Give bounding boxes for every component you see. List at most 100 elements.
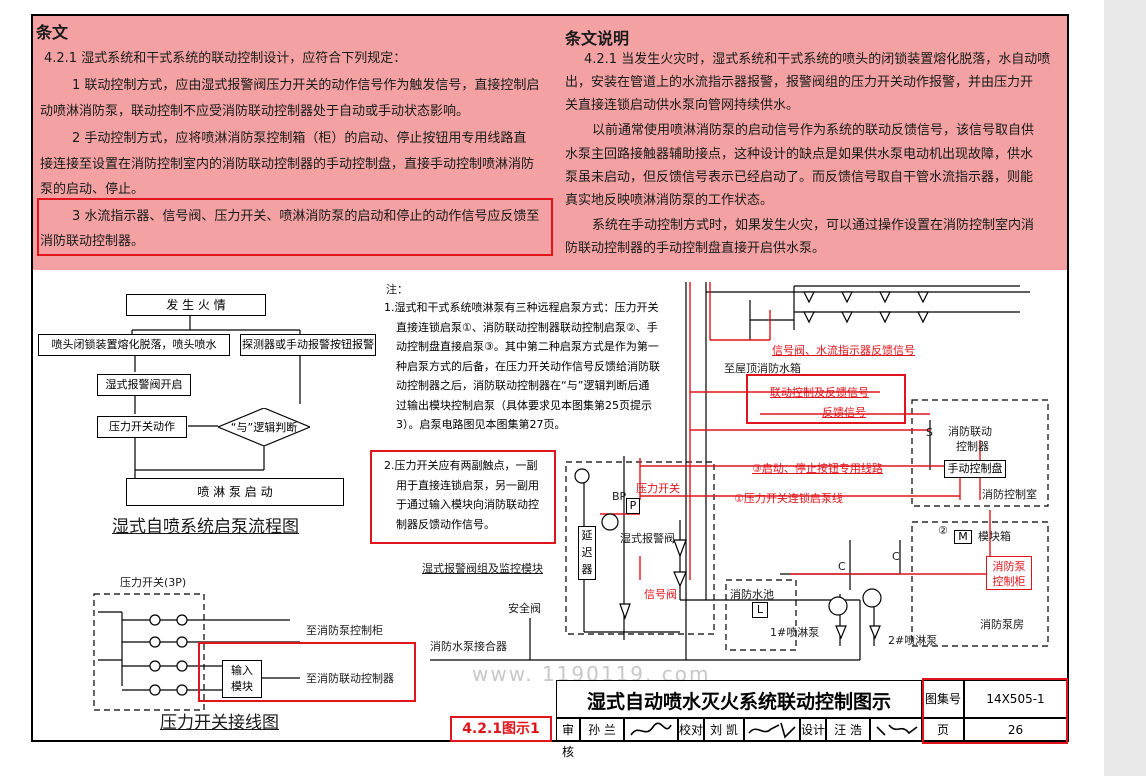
flow-and-logic-label: “与”逻辑判断 xyxy=(230,421,298,434)
label-alarm-valve: 湿式报警阀 xyxy=(620,532,675,545)
right-line: 防联动控制器的手动控制盘直接开启供水泵。 xyxy=(565,241,826,256)
label-bp: BP xyxy=(612,490,627,503)
left-heading: 条文 xyxy=(36,23,69,42)
note-2-line: 2.压力开关应有两副触点，一副 xyxy=(384,459,538,472)
design-label: 设计 xyxy=(800,718,826,742)
right-line: 水泵主回路接触器辅助接点，这种设计的缺点是如果供水泵电动机出现故障，供水 xyxy=(565,147,1034,162)
input-module-line1: 输入 xyxy=(231,664,253,677)
reviewer-name: 孙 兰 xyxy=(580,718,624,742)
right-line: 关直接连锁启动供水泵向管网持续供水。 xyxy=(565,98,800,113)
label-s: S xyxy=(926,426,933,439)
right-line: 系统在手动控制方式时，如果发生火灾，可以通过操作设置在消防控制室内消 xyxy=(592,218,1035,233)
right-line: 出，安装在管道上的水流指示器报警，报警阀组的压力开关动作报警，并由压力开 xyxy=(565,75,1034,90)
label-feedback: 反馈信号 xyxy=(822,406,866,419)
wiring-to-cabinet: 至消防泵控制柜 xyxy=(306,624,383,637)
highlight-clause-3 xyxy=(37,198,553,256)
figure-ref: 4.2.1图示1 xyxy=(450,716,552,742)
checker-signature xyxy=(744,718,800,742)
label-delay: 延迟器 xyxy=(578,526,596,580)
label-module-box: 模块箱 xyxy=(978,530,1011,543)
left-line: 1 联动控制方式，应由湿式报警阀压力开关的动作信号作为触发信号，直接控制启 xyxy=(72,78,540,93)
label-pressure-line: ①压力开关连锁启泵线 xyxy=(734,492,843,505)
wiring-switch-label: 压力开关(3P) xyxy=(120,576,187,589)
input-module-line2: 模块 xyxy=(231,680,253,693)
controller-line1: 消防联动 xyxy=(948,425,992,438)
flow-title: 湿式自喷系统启泵流程图 xyxy=(112,517,299,537)
main-title: 湿式自动喷水灭火系统联动控制图示 xyxy=(586,691,891,713)
flow-switch-act: 压力开关动作 xyxy=(97,416,187,438)
label-m: M xyxy=(954,530,972,544)
label-start-stop-line: ③启动、停止按钮专用线路 xyxy=(752,462,883,475)
drawing-lines xyxy=(93,282,1049,711)
highlight-input-module xyxy=(198,642,416,702)
designer-name: 汪 浩 xyxy=(826,718,870,742)
pump-cabinet-line1: 消防泵 xyxy=(992,560,1026,573)
left-line: 接连接至设置在消防控制室内的消防联动控制器的手动控制盘，直接手动控制喷淋消防 xyxy=(40,157,535,172)
flow-detector: 探测器或手动报警按钮报警 xyxy=(240,334,376,356)
label-pump-cabinet: 消防泵 控制柜 xyxy=(986,556,1032,590)
pump-cabinet-line2: 控制柜 xyxy=(992,575,1026,588)
left-line: 动喷淋消防泵，联动控制不应受消防联动控制器处于自动或手动状态影响。 xyxy=(40,104,470,119)
right-line: 泵虽未启动，但反馈信号表示已经启动了。而反馈信号取自干管水流指示器，则能 xyxy=(565,170,1034,185)
flow-and-logic: “与”逻辑判断 xyxy=(218,408,310,446)
input-module: 输入 模块 xyxy=(222,660,262,698)
label-manual-panel: 手动控制盘 xyxy=(944,460,1006,478)
highlight-linkage-feedback xyxy=(746,374,906,424)
label-linkage-feedback: 联动控制及反馈信号 xyxy=(770,386,869,399)
label-n2: ② xyxy=(938,524,948,537)
label-pump1: 1#喷淋泵 xyxy=(770,626,820,639)
label-safety-valve: 安全阀 xyxy=(508,602,541,615)
reviewer-signature xyxy=(624,718,678,742)
flow-pump-start: 喷 淋 泵 启 动 xyxy=(126,478,344,506)
title-main-cell: 湿式自动喷水灭火系统联动控制图示 xyxy=(556,680,922,718)
controller-line2: 控制器 xyxy=(956,440,989,453)
designer-signature xyxy=(870,718,922,742)
note-2-line: 用于直接连锁启泵，另一副用 xyxy=(396,478,539,492)
right-line: 以前通常使用喷淋消防泵的启动信号作为系统的联动反馈信号，该信号取自供 xyxy=(592,123,1035,138)
label-pressure-switch: 压力开关 xyxy=(636,482,680,495)
label-pump2: 2#喷淋泵 xyxy=(888,634,938,647)
label-pump-room: 消防泵房 xyxy=(980,618,1024,631)
check-label: 校对 xyxy=(678,718,704,742)
note-2-line: 于通过输入模块向消防联动控 xyxy=(396,498,539,511)
review-label: 审核 xyxy=(556,718,580,759)
label-to-roof-tank: 至屋顶消防水箱 xyxy=(724,362,801,375)
label-c2: C xyxy=(892,550,900,563)
label-pool: 消防水池 xyxy=(730,588,774,601)
note-2: 2.压力开关应有两副触点，一副 用于直接连锁启泵，另一副用 于通过输入模块向消防… xyxy=(384,456,539,534)
label-controller: 消防联动 控制器 xyxy=(948,424,992,454)
label-l: L xyxy=(752,602,768,618)
note-1-line: 动控制盘直接启泵③。其中第二种启泵方式是作为第一 xyxy=(396,340,659,353)
label-control-room: 消防控制室 xyxy=(982,488,1037,501)
wiring-to-controller: 至消防联动控制器 xyxy=(306,672,394,685)
note-1: 1.湿式和干式系统喷淋泵有三种远程启泵方式：压力开关 直接连锁启泵①、消防联动控… xyxy=(384,298,660,435)
label-c1: C xyxy=(838,560,846,573)
note-1-line: 过输出模块控制启泵（具体要求见本图集第25页提示 xyxy=(396,398,652,412)
note-1-line: 直接连锁启泵①、消防联动控制器联动控制启泵②、手 xyxy=(396,320,658,334)
watermark: www. 1190119. com xyxy=(472,662,711,686)
right-heading: 条文说明 xyxy=(565,29,630,48)
drawing-sheet: 条文 4.2.1 湿式系统和干式系统的联动控制设计，应符合下列规定： 1 联动控… xyxy=(0,0,1104,776)
note-1-line: 种启泵方式的后备，在压力开关动作信号反馈给消防联 xyxy=(396,359,660,373)
wiring-title: 压力开关接线图 xyxy=(160,713,279,733)
checker-name: 刘 凯 xyxy=(704,718,744,742)
highlight-note-2 xyxy=(370,450,556,544)
left-line: 消防联动控制器。 xyxy=(40,234,145,249)
flow-sprinkler: 喷头闭锁装置熔化脱落，喷头喷水 xyxy=(38,334,230,356)
notes-head: 注： xyxy=(386,283,408,296)
flow-fire: 发 生 火 情 xyxy=(126,294,266,316)
highlight-atlas xyxy=(922,678,1068,744)
label-adapter: 消防水泵接合器 xyxy=(430,640,507,653)
note-1-line: 3）。启泵电路图见本图集第27页。 xyxy=(396,418,566,431)
left-line: 泵的启动、停止。 xyxy=(40,182,145,197)
left-line: 3 水流指示器、信号阀、压力开关、喷淋消防泵的启动和停止的动作信号应反馈至 xyxy=(72,209,540,224)
note-1-line: 1.湿式和干式系统喷淋泵有三种远程启泵方式：压力开关 xyxy=(384,301,659,314)
viewer-scrollbar-area[interactable] xyxy=(1104,0,1146,776)
flow-valve-open: 湿式报警阀开启 xyxy=(97,374,191,396)
label-valve-group: 湿式报警阀组及监控模块 xyxy=(422,562,543,575)
left-line: 2 手动控制方式，应将喷淋消防泵控制箱（柜）的启动、停止按钮用专用线路直 xyxy=(72,131,527,146)
left-line: 4.2.1 湿式系统和干式系统的联动控制设计，应符合下列规定： xyxy=(44,51,407,66)
note-1-line: 动控制器之后，消防联动控制器在“与”逻辑判断后通 xyxy=(396,379,650,392)
label-signal-feedback: 信号阀、水流指示器反馈信号 xyxy=(772,344,915,357)
right-line: 4.2.1 当发生火灾时，湿式系统和干式系统的喷头的闭锁装置熔化脱落，水自动喷 xyxy=(584,52,1051,67)
